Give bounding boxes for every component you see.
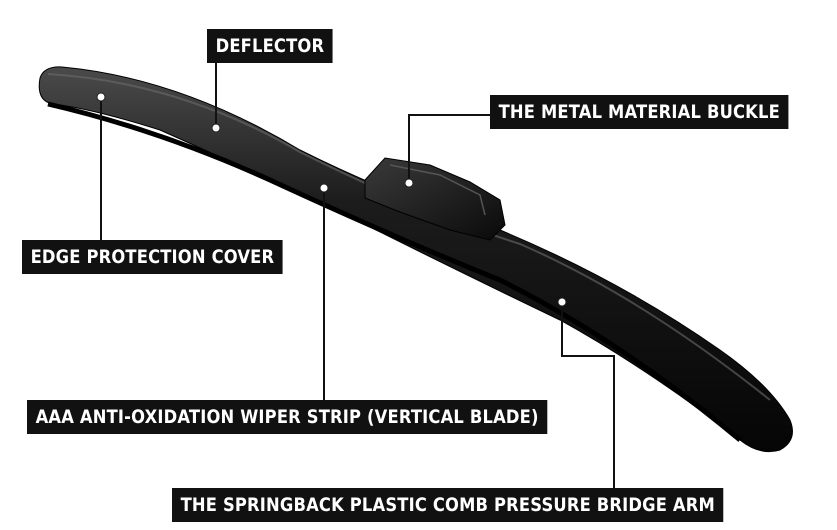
bridge-arm-label: THE SPRINGBACK PLASTIC COMB PRESSURE BRI…: [172, 488, 724, 522]
edge-cover-label: EDGE PROTECTION COVER: [22, 240, 283, 274]
marker-edge-cover: [96, 92, 106, 102]
marker-wiper-strip: [319, 183, 329, 193]
buckle-label: THE METAL MATERIAL BUCKLE: [490, 95, 789, 129]
leader-buckle: [408, 114, 490, 183]
wiper-strip-label: AAA ANTI-OXIDATION WIPER STRIP (VERTICAL…: [27, 400, 548, 434]
marker-deflector: [211, 123, 221, 133]
deflector-label: DEFLECTOR: [207, 29, 333, 63]
marker-buckle: [404, 178, 414, 188]
buckle-detail: [389, 164, 486, 216]
marker-bridge-arm: [557, 297, 567, 307]
buckle-shape: [364, 157, 506, 241]
leader-bridge-arm: [561, 302, 615, 490]
wiper-strip: [47, 101, 742, 442]
